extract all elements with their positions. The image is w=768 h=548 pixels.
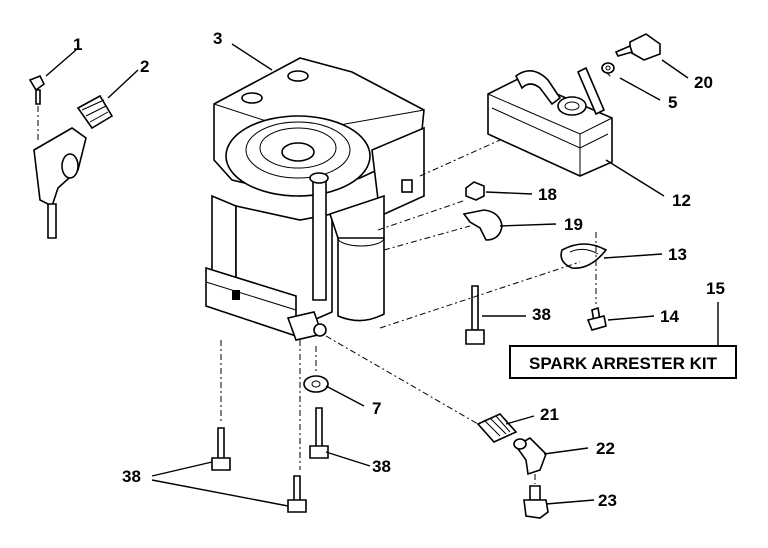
- callout-labels: 1 2 3 5 7 12 13 14 15 18 19 20 21 22 23 …: [73, 29, 725, 510]
- bolt-part-38-mid: [309, 407, 329, 459]
- callout-21: 21: [540, 405, 559, 424]
- clamp-part-19: [462, 209, 503, 241]
- callout-38-mid: 38: [372, 457, 391, 476]
- screen-part-13: [560, 243, 608, 269]
- nut-part-18: [465, 181, 485, 201]
- alignment-lines: [37, 71, 613, 484]
- callout-1: 1: [73, 35, 82, 54]
- callout-38-left: 38: [122, 467, 141, 486]
- washer-part-5: [601, 62, 615, 74]
- screw-part-14: [586, 306, 607, 331]
- bolt-part-38-bottom: [287, 475, 307, 513]
- callout-3: 3: [213, 29, 222, 48]
- bolt-part-20: [614, 33, 661, 61]
- washer-part-7: [303, 375, 329, 393]
- elbow-part-22: [513, 437, 547, 476]
- nipple-part-21: [476, 413, 518, 443]
- muffler-part-12: [487, 66, 613, 177]
- callout-18: 18: [538, 185, 557, 204]
- leader-lines: [45, 43, 719, 507]
- callout-38-right: 38: [532, 305, 551, 324]
- bolt-part-38-right: [465, 285, 485, 345]
- callout-20: 20: [694, 73, 713, 92]
- engine-part-3: [205, 57, 425, 341]
- kit-label: SPARK ARRESTER KIT: [529, 354, 718, 373]
- spark-arrester-kit-box: SPARK ARRESTER KIT: [509, 345, 737, 379]
- callout-2: 2: [140, 57, 149, 76]
- callout-14: 14: [660, 307, 679, 326]
- throttle-bracket-part-2: [33, 94, 114, 239]
- callout-7: 7: [372, 399, 381, 418]
- callout-12: 12: [672, 191, 691, 210]
- callout-5: 5: [668, 93, 677, 112]
- bolt-part-38-left: [211, 427, 231, 471]
- callout-22: 22: [596, 439, 615, 458]
- callout-15: 15: [706, 279, 725, 298]
- plug-part-23: [523, 485, 549, 519]
- callout-13: 13: [668, 245, 687, 264]
- callout-23: 23: [598, 491, 617, 510]
- screw-part-1: [28, 74, 46, 105]
- callout-19: 19: [564, 215, 583, 234]
